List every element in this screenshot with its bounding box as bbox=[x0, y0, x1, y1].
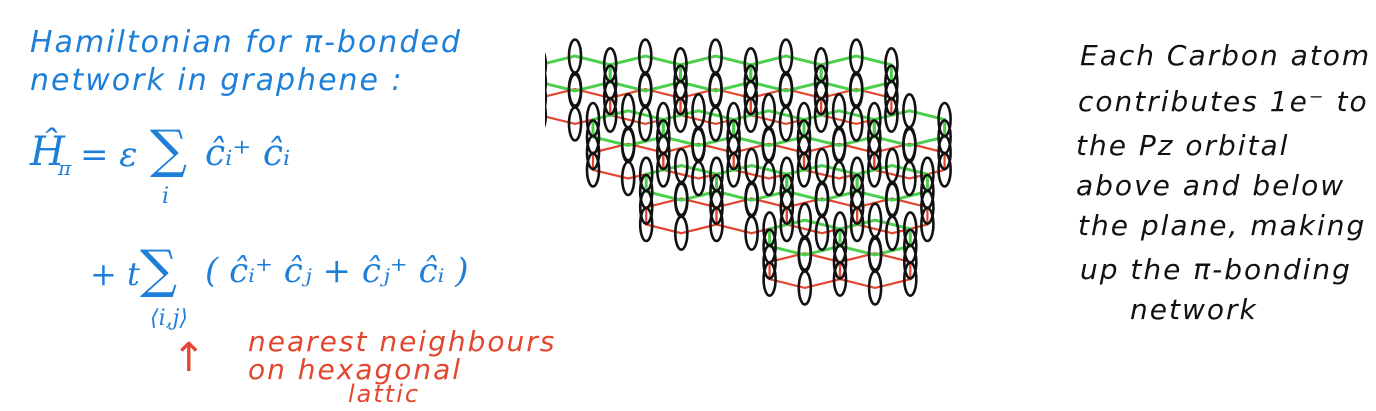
sum-sign-2: ∑ bbox=[140, 240, 178, 300]
pz-orbital-lower-lobe-18 bbox=[884, 97, 899, 133]
pz-orbital-lower-lobe-42 bbox=[902, 126, 917, 162]
pz-orbital-lower-lobe-67 bbox=[832, 244, 848, 280]
graphene-lattice-diagram bbox=[545, 38, 952, 306]
pz-orbital-lower-lobe-40 bbox=[937, 152, 952, 188]
explanation-line7: network bbox=[1130, 293, 1258, 326]
pz-orbital-lower-lobe-68 bbox=[902, 261, 918, 297]
explanation-line1: Each Carbon atom bbox=[1080, 39, 1372, 72]
pz-orbital-lower-lobe-37 bbox=[831, 160, 847, 197]
pz-orbital-lower-lobe-44 bbox=[709, 206, 724, 243]
pz-orbital-lower-lobe-41 bbox=[902, 160, 917, 197]
pz-orbital-lower-lobe-61 bbox=[920, 189, 935, 225]
sum1-operator-term: ĉᵢ⁺ ĉᵢ bbox=[205, 133, 291, 174]
pz-orbital-lower-lobe-34 bbox=[761, 126, 777, 162]
hamiltonian-title-line1: Hamiltonian for π-bonded bbox=[30, 25, 462, 60]
pz-orbital-lower-lobe-38 bbox=[831, 126, 847, 162]
pz-orbital-lower-lobe-13 bbox=[743, 80, 759, 116]
pz-orbital-lower-lobe-0 bbox=[602, 97, 618, 133]
pz-orbital-lower-lobe-60 bbox=[884, 180, 900, 217]
explanation-line2: contributes 1e⁻ to bbox=[1078, 85, 1369, 118]
sum2-index: ⟨i,j⟩ bbox=[150, 306, 189, 331]
pz-orbital-lower-lobe-51 bbox=[744, 215, 759, 251]
pz-orbital-lower-lobe-1 bbox=[567, 106, 583, 142]
h-symbol: Ĥ bbox=[30, 129, 65, 175]
h-subscript: π bbox=[58, 156, 72, 180]
pz-orbital-lower-lobe-5 bbox=[602, 80, 618, 116]
pz-orbital-lower-lobe-70 bbox=[867, 235, 883, 271]
pz-orbital-lower-lobe-2 bbox=[545, 102, 548, 128]
pz-orbital-lower-lobe-53 bbox=[779, 189, 795, 225]
note-line3: lattic bbox=[348, 380, 421, 408]
pz-orbital-lower-lobe-31 bbox=[726, 134, 741, 171]
pz-orbital-lower-lobe-10 bbox=[743, 97, 759, 133]
pz-orbital-lower-lobe-69 bbox=[867, 270, 883, 306]
pz-orbital-lower-lobe-59 bbox=[884, 215, 900, 251]
pz-orbital-lower-lobe-9 bbox=[673, 80, 688, 116]
pz-orbital-lower-lobe-3 bbox=[545, 85, 548, 111]
pz-orbital-lower-lobe-6 bbox=[673, 97, 688, 133]
pz-orbital-lower-lobe-23 bbox=[620, 160, 636, 197]
pz-orbital-lower-lobe-17 bbox=[813, 80, 829, 116]
pz-orbital-lower-lobe-62 bbox=[832, 261, 848, 297]
pz-orbital-lower-lobe-52 bbox=[744, 180, 759, 217]
pz-orbital-lower-lobe-39 bbox=[866, 134, 882, 171]
pz-orbital-lower-lobe-4 bbox=[567, 71, 583, 107]
sum-sign-1: ∑ bbox=[150, 120, 188, 180]
pz-orbital-lower-lobe-54 bbox=[849, 206, 865, 243]
pz-orbital-lower-lobe-46 bbox=[638, 206, 654, 243]
pz-orbital-lower-lobe-50 bbox=[779, 206, 795, 243]
explanation-line3: the Pz orbital bbox=[1076, 129, 1290, 162]
pz-orbital-lower-lobe-30 bbox=[691, 126, 706, 162]
pz-orbital-upper-lobe-2 bbox=[545, 69, 548, 95]
hopping-t: + t bbox=[90, 255, 140, 293]
pz-orbital-lower-lobe-24 bbox=[585, 152, 601, 188]
pz-orbital-lower-lobe-25 bbox=[585, 134, 601, 171]
pz-orbital-lower-lobe-15 bbox=[778, 106, 794, 142]
pz-orbital-lower-lobe-57 bbox=[849, 189, 865, 225]
pz-orbital-lower-lobe-7 bbox=[638, 106, 653, 142]
pz-orbital-lower-lobe-14 bbox=[813, 97, 829, 133]
pz-orbital-lower-lobe-35 bbox=[796, 134, 812, 171]
pz-orbital-lower-lobe-48 bbox=[674, 180, 689, 217]
pz-orbital-lower-lobe-66 bbox=[797, 235, 813, 271]
hamiltonian-title-line2: network in graphene : bbox=[30, 63, 404, 98]
pz-orbital-lower-lobe-45 bbox=[674, 215, 689, 251]
pz-orbital-lower-lobe-49 bbox=[709, 189, 724, 225]
pz-orbital-lower-lobe-71 bbox=[902, 244, 918, 280]
pz-orbital-lower-lobe-29 bbox=[691, 160, 706, 197]
sum1-index: i bbox=[162, 184, 170, 209]
explanation-line4: above and below bbox=[1076, 169, 1346, 202]
pz-orbital-lower-lobe-33 bbox=[761, 160, 777, 197]
explanation-line6: up the π-bonding bbox=[1080, 253, 1352, 286]
pz-orbital-lower-lobe-21 bbox=[884, 80, 899, 116]
pz-orbital-lower-lobe-19 bbox=[848, 106, 864, 142]
pz-orbital-lower-lobe-8 bbox=[638, 71, 653, 107]
pz-orbital-lower-lobe-22 bbox=[656, 152, 671, 188]
pz-orbital-lower-lobe-58 bbox=[920, 206, 935, 243]
nearest-neighbour-arrow-icon: ↑ bbox=[172, 335, 208, 381]
pz-orbital-lower-lobe-11 bbox=[708, 106, 723, 142]
pz-orbital-lower-lobe-26 bbox=[620, 126, 636, 162]
pz-orbital-lower-lobe-55 bbox=[814, 215, 830, 251]
pz-orbital-lower-lobe-28 bbox=[726, 152, 741, 188]
pz-orbital-lower-lobe-12 bbox=[708, 71, 723, 107]
note-line1: nearest neighbours bbox=[248, 325, 557, 358]
pz-orbital-lower-lobe-36 bbox=[866, 152, 882, 188]
pz-orbital-upper-lobe-3 bbox=[545, 52, 548, 78]
pz-orbital-lower-lobe-63 bbox=[797, 270, 813, 306]
explanation-line5: the plane, making bbox=[1078, 209, 1367, 242]
pz-orbital-lower-lobe-65 bbox=[762, 244, 777, 280]
note-line2: on hexagonal bbox=[248, 353, 463, 386]
pz-orbital-lower-lobe-27 bbox=[656, 134, 671, 171]
pz-orbitals bbox=[545, 38, 952, 306]
pz-orbital-lower-lobe-56 bbox=[814, 180, 830, 217]
epsilon-term: = ε bbox=[80, 135, 138, 175]
sum2-operator-term: ( ĉᵢ⁺ ĉⱼ + ĉⱼ⁺ ĉᵢ ) bbox=[205, 251, 469, 291]
pz-orbital-lower-lobe-43 bbox=[937, 134, 952, 171]
pz-orbital-lower-lobe-64 bbox=[762, 261, 777, 297]
pz-orbital-lower-lobe-20 bbox=[848, 71, 864, 107]
pz-orbital-lower-lobe-47 bbox=[638, 189, 654, 225]
pz-orbital-lower-lobe-16 bbox=[778, 71, 794, 107]
pz-orbital-lower-lobe-32 bbox=[796, 152, 812, 188]
